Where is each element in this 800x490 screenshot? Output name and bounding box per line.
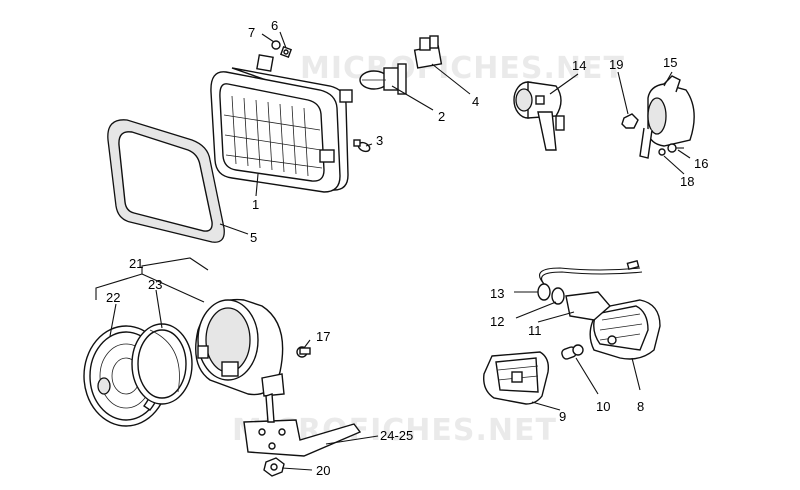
callout-19: 19 <box>609 57 623 72</box>
screw-7 <box>271 40 281 50</box>
callout-15: 15 <box>663 55 677 70</box>
retaining-ring <box>131 323 193 405</box>
callout-12: 12 <box>490 314 504 329</box>
turn-signal-bulb <box>561 344 584 360</box>
rectangular-headlight <box>210 54 353 193</box>
callout-2: 2 <box>438 109 445 124</box>
screw-6 <box>279 45 293 59</box>
callout-24-25: 24-25 <box>380 428 413 443</box>
horn <box>513 81 565 151</box>
callout-8: 8 <box>637 399 644 414</box>
callout-20: 20 <box>316 463 330 478</box>
round-headlight-housing <box>195 298 285 397</box>
callout-6: 6 <box>271 18 278 33</box>
callout-13: 13 <box>490 286 504 301</box>
callout-1: 1 <box>252 197 259 212</box>
nut-13 <box>537 283 551 301</box>
parking-bulb <box>353 139 371 153</box>
turn-signal-lens-9 <box>483 351 550 405</box>
nut-20 <box>263 457 285 477</box>
headlight-bulb <box>359 63 407 95</box>
callout-22: 22 <box>106 290 120 305</box>
turn-signal-cable <box>539 259 643 287</box>
callout-18: 18 <box>680 174 694 189</box>
screw-16 <box>667 143 684 153</box>
bulb-connector <box>413 35 443 69</box>
turn-signal-lens-8 <box>589 299 661 360</box>
mounting-bracket <box>243 393 362 457</box>
callout-16: 16 <box>694 156 708 171</box>
callout-10: 10 <box>596 399 610 414</box>
callout-14: 14 <box>572 58 586 73</box>
horn-assembly <box>639 75 695 159</box>
nut-19 <box>621 113 639 129</box>
callout-4: 4 <box>472 94 479 109</box>
callout-21: 21 <box>129 256 143 271</box>
callout-5: 5 <box>250 230 257 245</box>
callout-7: 7 <box>248 25 255 40</box>
callout-23: 23 <box>148 277 162 292</box>
washer-12 <box>551 287 565 305</box>
callout-9: 9 <box>559 409 566 424</box>
leader-lines <box>95 31 691 471</box>
turn-signal-body-11 <box>565 291 611 321</box>
callout-17: 17 <box>316 329 330 344</box>
headlight-gasket <box>107 119 225 243</box>
washer-18 <box>658 148 666 156</box>
callout-11: 11 <box>528 323 542 338</box>
callout-3: 3 <box>376 133 383 148</box>
bolt-17 <box>296 346 311 358</box>
